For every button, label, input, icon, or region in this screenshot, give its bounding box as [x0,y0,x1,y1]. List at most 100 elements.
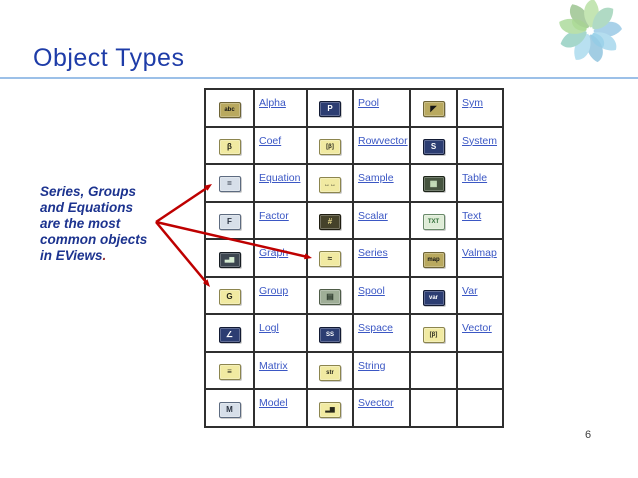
label-cell: Matrix [253,350,308,391]
object-link-valmap[interactable]: Valmap [462,247,497,260]
annotation-line: and Equations [40,200,134,215]
icon-cell: G [204,275,255,316]
coef-icon: β [218,138,241,155]
object-link-model[interactable]: Model [259,397,288,410]
icon-cell: var [409,275,458,316]
matrix-icon: ≡ [218,364,241,381]
string-icon: str [319,364,341,381]
annotation-text: Series, Groups and Equations are the mos… [40,184,147,264]
table-row: abc Alpha P Pool ◤ Sym [204,88,504,128]
icon-cell: F [204,200,255,241]
var-icon: var [422,289,445,306]
logl-icon: ∠ [218,326,241,343]
icon-cell: S [409,125,458,166]
model-icon: M [218,401,241,418]
label-cell: Model [253,388,308,428]
label-cell: Alpha [253,88,308,128]
icon-cell: str [306,350,354,391]
object-link-graph[interactable]: Graph [259,247,289,260]
label-cell: Graph [253,238,308,278]
table-row: G Group ▤ Spool var Var [204,275,504,316]
label-cell: Text [456,200,504,241]
annotation-line-text: in EViews [40,248,103,263]
icon-cell: ◤ [409,88,458,128]
object-link-vector[interactable]: Vector [462,322,492,335]
pool-icon: P [319,101,341,118]
table-row: =Equation↔↔Sample▦Table [204,163,504,203]
label-cell: Pool [352,88,411,128]
object-link-alpha[interactable]: Alpha [259,97,286,109]
icon-cell: TXT [409,200,458,241]
object-link-text[interactable]: Text [462,209,482,222]
icon-cell [409,350,458,391]
annotation-line: Series, Groups [40,184,137,199]
valmap-icon: map [422,251,445,268]
annotation-line: in EViews. [40,248,147,264]
annotation-line: are the most [40,216,121,231]
icon-cell: M [204,388,255,428]
label-cell: Scalar [352,200,411,241]
object-link-sym[interactable]: Sym [462,97,483,109]
label-cell: Series [352,238,411,278]
object-link-group[interactable]: Group [259,284,289,297]
annotation-line: common objects [40,232,148,247]
label-cell: Sspace [352,313,411,353]
icon-cell: β [204,125,255,166]
icon-cell: [β] [409,313,458,353]
icon-cell: ▂▆ [306,388,354,428]
icon-cell: ▃▆ [204,238,255,278]
label-cell: Factor [253,200,308,241]
label-cell: Table [456,163,504,203]
label-cell: Logl [253,313,308,353]
factor-icon: F [218,213,241,230]
label-cell: System [456,125,504,166]
vector-icon: [β] [422,327,445,344]
label-cell [456,350,504,391]
label-cell [456,388,504,428]
scalar-icon: # [319,213,341,230]
table-row: ▃▆ Graph ≈ Series map Valmap [204,238,504,278]
series-icon: ≈ [319,251,341,268]
icon-cell: ≈ [306,238,354,278]
svector-icon: ▂▆ [319,402,341,419]
icon-cell: ▤ [306,275,354,316]
object-link-scalar[interactable]: Scalar [358,209,388,222]
object-link-equation[interactable]: Equation [259,172,301,185]
object-link-logl[interactable]: Logl [259,322,279,335]
object-link-var[interactable]: Var [462,284,478,297]
table-row: ≡ Matrix str String [204,350,504,391]
label-cell: Spool [352,275,411,316]
title-underline-rule [0,77,638,79]
object-link-series[interactable]: Series [358,247,388,260]
object-link-factor[interactable]: Factor [259,209,289,222]
object-link-string[interactable]: String [358,359,386,372]
group-icon: G [218,289,241,305]
object-link-coef[interactable]: Coef [259,134,282,147]
label-cell: Sym [456,88,504,128]
icon-cell: SS [306,313,354,353]
label-cell: Group [253,275,308,316]
label-cell: String [352,350,411,391]
icon-cell: ∠ [204,313,255,353]
label-cell: Coef [253,125,308,166]
object-link-system[interactable]: System [462,134,498,147]
alpha-icon: abc [218,101,241,118]
icon-cell: # [306,200,354,241]
page-title: Object Types [33,44,185,72]
object-link-svector[interactable]: Svector [358,397,394,410]
object-link-spool[interactable]: Spool [358,284,385,297]
object-link-pool[interactable]: Pool [358,97,380,109]
object-link-table[interactable]: Table [462,172,488,185]
icon-cell: = [204,163,255,203]
object-link-sspace[interactable]: Sspace [358,322,394,335]
object-link-matrix[interactable]: Matrix [259,359,288,372]
object-link-rowvector[interactable]: Rowvector [358,134,408,147]
object-link-sample[interactable]: Sample [358,172,394,185]
arrow-to-group [155,221,207,283]
icon-cell: ↔↔ [306,163,354,203]
label-cell: Sample [352,163,411,203]
